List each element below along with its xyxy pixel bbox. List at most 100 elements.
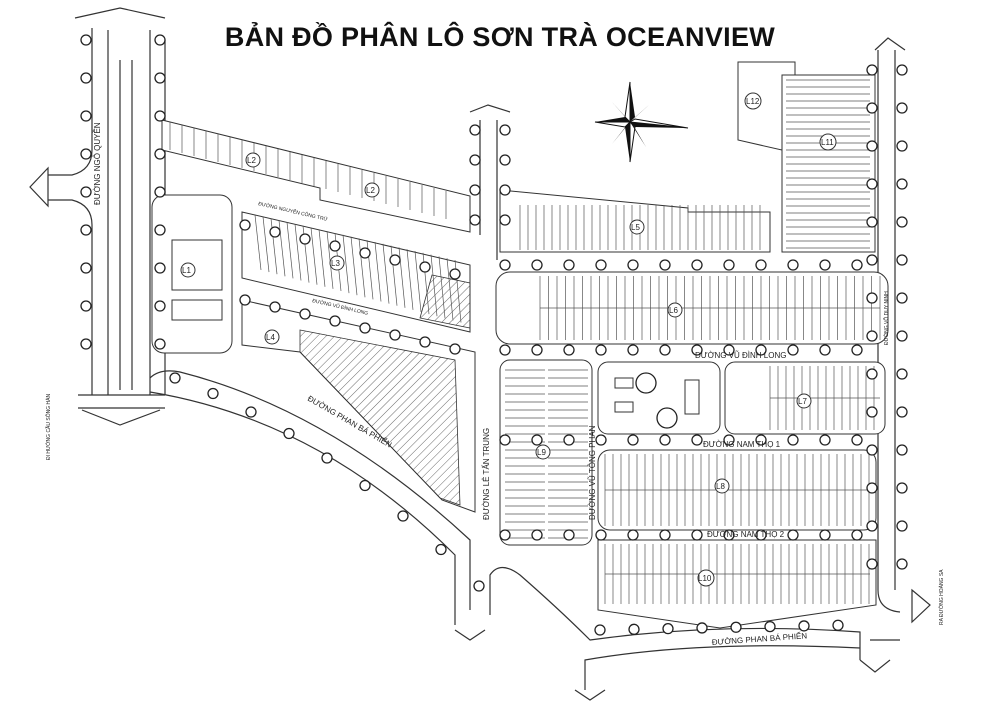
phan-ba-phien-bottom-road	[489, 566, 861, 690]
park-buildings	[614, 372, 700, 429]
lot-label-L7: L7	[798, 397, 807, 406]
tree-icon	[154, 110, 166, 122]
map-title: BẢN ĐỒ PHÂN LÔ SƠN TRÀ OCEANVIEW	[224, 22, 776, 52]
tree-icon	[662, 622, 674, 635]
tree-icon	[819, 344, 831, 356]
lot-divider	[294, 223, 302, 281]
tree-icon	[896, 140, 908, 152]
tree-icon	[866, 482, 878, 494]
arrow-to-hoang-sa-icon	[911, 588, 931, 624]
tree-icon	[80, 72, 92, 84]
tree-icon	[723, 529, 735, 541]
tree-icon	[563, 434, 575, 446]
tree-icon	[449, 268, 461, 280]
tree-icon	[659, 529, 671, 541]
tree-icon	[389, 254, 401, 266]
tree-icon	[154, 300, 166, 312]
tree-icon	[866, 558, 878, 570]
tree-icon	[755, 434, 767, 446]
tree-icon	[80, 262, 92, 274]
tree-icon	[499, 259, 511, 271]
direction-label-song-han: ĐI HƯỚNG CẦU SÔNG HÀN	[45, 394, 52, 460]
tree-icon	[896, 558, 908, 570]
tree-icon	[207, 387, 219, 400]
tree-icon	[896, 444, 908, 456]
tree-icon	[730, 621, 742, 633]
tree-icon	[691, 259, 703, 271]
tree-icon	[627, 529, 639, 541]
direction-label-hoang-sa: RA ĐƯỜNG HOÀNG SA	[938, 569, 945, 625]
tree-icon	[627, 344, 639, 356]
tree-icon	[866, 140, 878, 152]
tree-icon	[80, 110, 92, 122]
lot-label-L5: L5	[631, 223, 640, 232]
tree-icon	[659, 344, 671, 356]
lot-divider	[254, 214, 262, 271]
tree-icon	[389, 329, 401, 341]
tree-icon	[851, 344, 863, 356]
tree-icon	[896, 406, 908, 418]
tree-icon	[896, 254, 908, 266]
tree-icon	[755, 529, 767, 541]
lot-divider	[350, 236, 358, 296]
lot-label-L2-east: L2	[366, 186, 375, 195]
top-center-road	[469, 104, 511, 260]
tree-icon	[594, 624, 606, 636]
tree-icon	[866, 406, 878, 418]
tree-icon	[499, 124, 511, 136]
tree-icon	[866, 216, 878, 228]
tree-icon	[329, 240, 341, 252]
lot-divider	[430, 254, 438, 317]
tree-icon	[896, 330, 908, 342]
phan-ba-phien-left-road	[149, 370, 471, 625]
tree-icon	[435, 543, 447, 556]
tree-icon	[896, 216, 908, 228]
tree-icon	[154, 224, 166, 236]
L1-buildings	[171, 239, 223, 321]
tree-icon	[563, 344, 575, 356]
tree-icon	[787, 344, 799, 356]
tree-icon	[627, 434, 639, 446]
tree-icon	[866, 64, 878, 76]
tree-icon	[80, 300, 92, 312]
lot-label-L2: L2	[247, 156, 256, 165]
tree-icon	[80, 224, 92, 236]
tree-icon	[832, 619, 844, 631]
block-L11	[781, 74, 876, 253]
tree-icon	[563, 259, 575, 271]
compass-icon	[594, 81, 689, 163]
lot-label-L12: L12	[746, 97, 760, 106]
street-label-vo-duy-ninh: ĐƯỜNG VÕ DUY NINH	[883, 291, 890, 345]
tree-icon	[866, 330, 878, 342]
tree-icon	[469, 214, 481, 226]
arrow-to-song-han-icon	[29, 166, 49, 208]
tree-icon	[269, 226, 281, 238]
tree-icon	[866, 292, 878, 304]
tree-icon	[359, 479, 371, 492]
lot-divider	[374, 241, 382, 302]
tree-icon	[595, 259, 607, 271]
tree-icon	[627, 259, 639, 271]
lot-divider	[342, 234, 350, 294]
tree-icon	[896, 64, 908, 76]
street-label-nam-tho-1: ĐƯỜNG NAM THỌ 1	[703, 440, 781, 449]
tree-icon	[531, 259, 543, 271]
lot-divider	[318, 229, 326, 287]
lot-divider	[358, 238, 366, 298]
tree-icon	[755, 259, 767, 271]
tree-icon	[851, 259, 863, 271]
lot-label-L6: L6	[669, 306, 678, 315]
tree-icon	[419, 261, 431, 273]
tree-icon	[531, 344, 543, 356]
tree-icon	[787, 259, 799, 271]
street-label-vu-dinh-long: ĐƯỜNG VŨ ĐÌNH LONG	[695, 351, 786, 360]
street-label-ngo-quyen: ĐƯỜNG NGÔ QUYỀN	[92, 122, 102, 205]
tree-icon	[691, 434, 703, 446]
lot-divider	[406, 249, 414, 310]
tree-icon	[419, 336, 431, 348]
tree-icon	[659, 434, 671, 446]
tree-icon	[469, 124, 481, 136]
tree-icon	[80, 186, 92, 198]
tree-icon	[866, 178, 878, 190]
